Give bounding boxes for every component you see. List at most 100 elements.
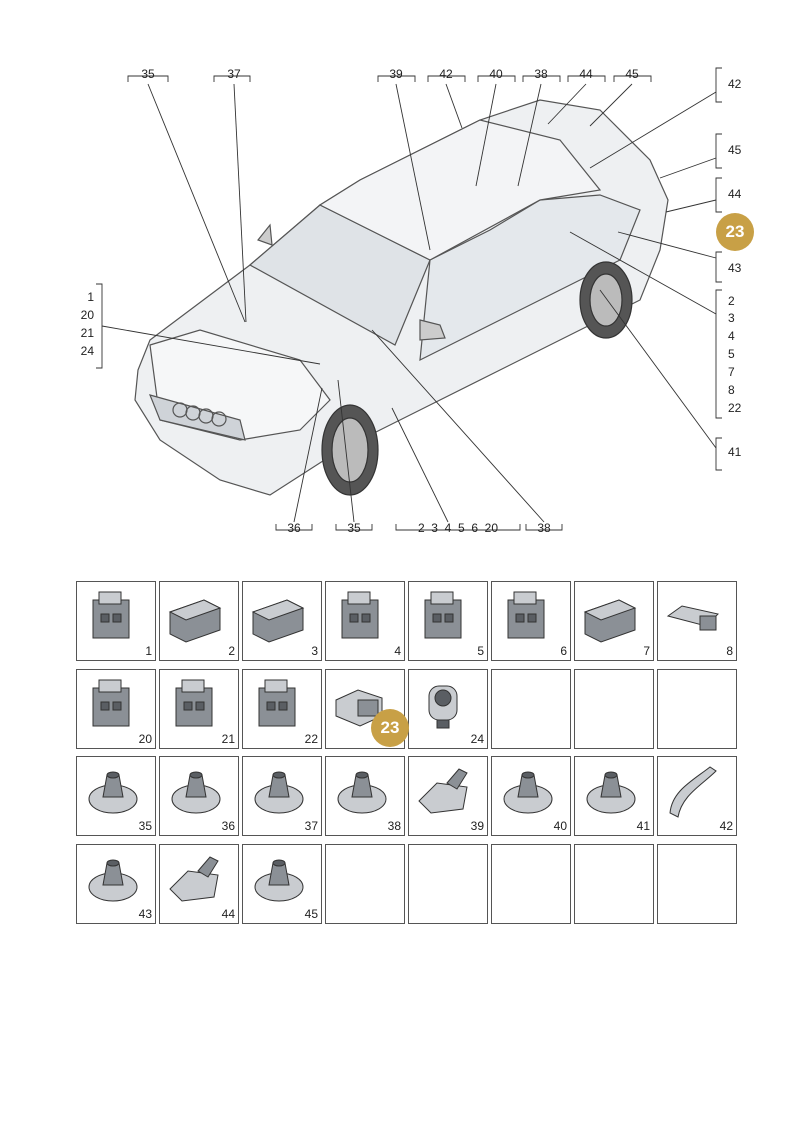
part-cell-24[interactable]: 24 <box>408 668 488 749</box>
grommet-icon <box>88 859 138 901</box>
part-number: 35 <box>138 819 152 833</box>
part-cell-35[interactable]: 35 <box>76 756 156 836</box>
callout-right-group-2: 3 <box>728 311 735 325</box>
part-cell-5[interactable]: 5 <box>408 581 488 661</box>
part-number: 45 <box>304 906 318 921</box>
callout-right-group-6: 8 <box>728 383 735 397</box>
vehicle-diagram: 35 37 39 42 40 38 44 45 42 45 44 43 2 3 … <box>81 67 742 535</box>
connector-plug-icon <box>335 688 383 727</box>
empty-cell <box>325 843 405 924</box>
part-cell-37[interactable]: 37 <box>242 756 322 836</box>
callout-right-group-4: 5 <box>728 347 735 361</box>
connector-housing-icon <box>92 679 130 726</box>
part-cell-43[interactable]: 43 <box>76 843 156 924</box>
callout-left-3: 21 <box>81 326 95 340</box>
callout-top-7: 44 <box>579 67 593 81</box>
part-number: 39 <box>470 819 484 833</box>
part-number: 2 <box>228 644 235 658</box>
callout-bottom-3: 38 <box>537 521 551 535</box>
part-number: 41 <box>636 819 650 833</box>
part-number: 8 <box>726 644 733 658</box>
callout-right-5: 41 <box>728 445 742 459</box>
callout-lines <box>96 67 722 531</box>
part-number: 22 <box>304 731 318 746</box>
hose-grommet-icon <box>669 766 717 818</box>
empty-cell <box>491 668 571 749</box>
part-cell-20[interactable]: 20 <box>76 668 156 749</box>
callout-right-4: 43 <box>728 261 742 275</box>
round-connector-icon <box>428 685 458 728</box>
part-cell-6[interactable]: 6 <box>491 581 571 661</box>
connector-bracket-icon <box>258 679 296 726</box>
callout-right-group-1: 2 <box>728 294 735 308</box>
callout-right-2: 45 <box>728 143 742 157</box>
multi-pin-connector-icon <box>168 599 222 643</box>
part-cell-40[interactable]: 40 <box>491 756 571 836</box>
callout-right-group-7: 22 <box>728 401 742 415</box>
grommet-icon <box>171 771 221 814</box>
callout-top-2: 37 <box>227 67 241 81</box>
callout-top-8: 45 <box>625 67 639 81</box>
part-number: 6 <box>560 644 567 658</box>
callout-right-group-3: 4 <box>728 329 735 343</box>
part-number: 24 <box>470 731 484 746</box>
empty-cell <box>408 843 488 924</box>
part-cell-38[interactable]: 38 <box>325 756 405 836</box>
callout-top-6: 38 <box>534 67 548 81</box>
callout-top-5: 40 <box>489 67 503 81</box>
connector-block-icon <box>507 591 545 639</box>
highlight-badge-grid[interactable]: 23 <box>371 708 409 747</box>
highlight-badge-diagram[interactable]: 23 <box>716 213 754 251</box>
part-cell-36[interactable]: 36 <box>159 756 239 836</box>
callout-bottom-group: 2 3 4 5 6 20 <box>418 521 498 535</box>
connector-bracket-icon <box>175 679 213 726</box>
empty-cell <box>657 843 737 924</box>
part-number: 3 <box>311 644 318 658</box>
part-cell-8[interactable]: 8 <box>657 581 737 661</box>
callout-right-group-5: 7 <box>728 365 735 379</box>
part-number: 36 <box>221 819 235 833</box>
callout-bottom-1: 36 <box>287 521 301 535</box>
part-number: 4 <box>394 644 401 658</box>
part-cell-2[interactable]: 2 <box>159 581 239 661</box>
grommet-icon <box>254 771 304 814</box>
part-number: 37 <box>304 819 318 833</box>
callout-left-1: 1 <box>87 290 94 304</box>
empty-cell <box>574 843 654 924</box>
relay-connector-icon <box>341 591 379 639</box>
part-cell-21[interactable]: 21 <box>159 668 239 749</box>
part-cell-4[interactable]: 4 <box>325 581 405 661</box>
part-cell-39[interactable]: 39 <box>408 756 488 836</box>
grommet-sleeve-icon <box>418 768 468 814</box>
part-cell-1[interactable]: 1 <box>76 581 156 661</box>
part-cell-3[interactable]: 3 <box>242 581 322 661</box>
part-number: 42 <box>719 819 733 833</box>
part-number: 44 <box>221 906 235 921</box>
empty-cell <box>574 668 654 749</box>
callout-right-3: 44 <box>728 187 742 201</box>
part-cell-22[interactable]: 22 <box>242 668 322 749</box>
car-illustration <box>134 99 669 496</box>
grommet-icon <box>88 771 138 814</box>
part-cell-7[interactable]: 7 <box>574 581 654 661</box>
callout-top-4: 42 <box>439 67 453 81</box>
empty-cell <box>657 668 737 749</box>
callout-bottom-2: 35 <box>347 521 361 535</box>
part-number: 40 <box>553 819 567 833</box>
part-cell-42[interactable]: 42 <box>657 756 737 836</box>
connector-strip-icon <box>666 605 719 631</box>
connector-housing-icon <box>92 591 130 639</box>
multi-pin-connector-icon <box>583 599 637 643</box>
grommet-icon <box>503 771 553 814</box>
grommet-sleeve-icon <box>169 855 219 902</box>
grommet-icon <box>254 859 304 901</box>
part-number: 7 <box>643 644 650 658</box>
part-cell-45[interactable]: 45 <box>242 843 322 924</box>
grommet-icon <box>337 771 387 814</box>
part-cell-41[interactable]: 41 <box>574 756 654 836</box>
part-cell-44[interactable]: 44 <box>159 843 239 924</box>
small-connector-icon <box>424 591 462 639</box>
callout-left-4: 24 <box>81 344 95 358</box>
multi-pin-connector-icon <box>251 599 305 643</box>
part-number: 1 <box>145 644 152 658</box>
